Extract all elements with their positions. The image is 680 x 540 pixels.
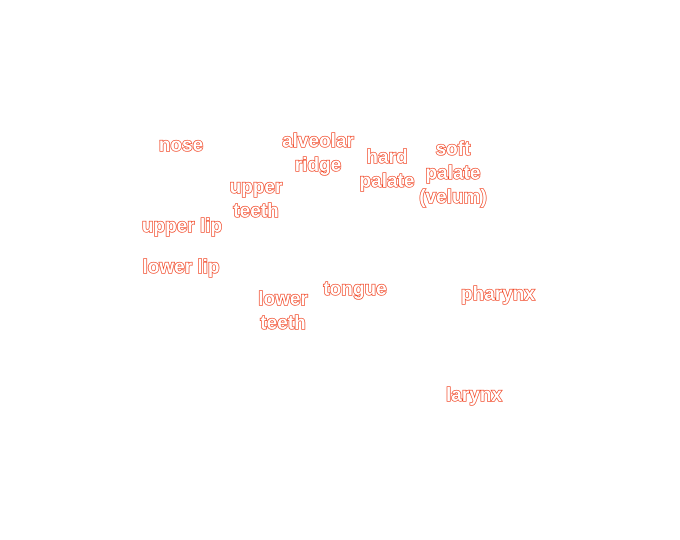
label-larynx: larynx xyxy=(445,384,502,406)
label-soft-palate: soft palate (velum) xyxy=(419,138,488,208)
label-nose: nose xyxy=(158,134,204,156)
label-lower-lip: lower lip xyxy=(142,256,220,278)
label-alveolar-ridge: alveolar ridge xyxy=(281,130,354,176)
label-hard-palate: hard palate xyxy=(359,146,415,192)
label-upper-lip: upper lip xyxy=(141,215,223,237)
label-lower-teeth: lower teeth xyxy=(258,288,309,334)
label-tongue: tongue xyxy=(323,278,388,300)
label-upper-teeth: upper teeth xyxy=(229,176,283,222)
label-pharynx: pharynx xyxy=(460,283,535,305)
